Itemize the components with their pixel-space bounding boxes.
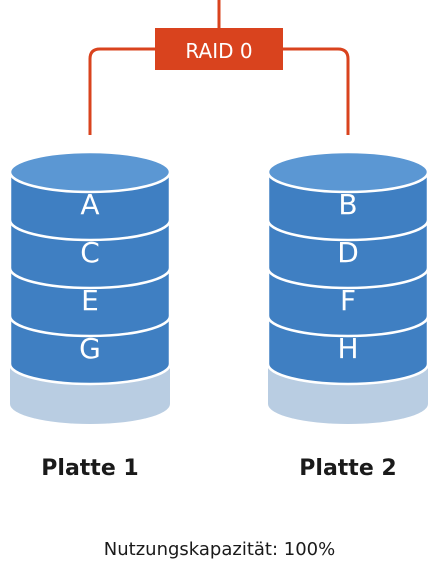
raid-label: RAID 0 (185, 39, 252, 63)
block-label: D (337, 236, 359, 269)
disk-top (8, 150, 172, 194)
capacity-text: Nutzungskapazität: 100% (103, 539, 336, 560)
disk-top (266, 150, 430, 194)
connector-line (88, 47, 155, 135)
connector-lines (88, 0, 350, 135)
disk-1-label: Platte 1 (41, 456, 139, 481)
block-label: E (81, 284, 99, 317)
block-label: G (79, 332, 101, 365)
block-label: C (80, 236, 100, 269)
disk-2-label: Platte 2 (299, 456, 397, 481)
block-label: F (340, 284, 356, 317)
block-label: B (338, 188, 357, 221)
block-label: H (337, 332, 358, 365)
raid-controller: RAID 0 (155, 28, 283, 70)
connector-line (283, 47, 350, 135)
raid-box (155, 28, 283, 70)
block-label: A (80, 188, 99, 221)
